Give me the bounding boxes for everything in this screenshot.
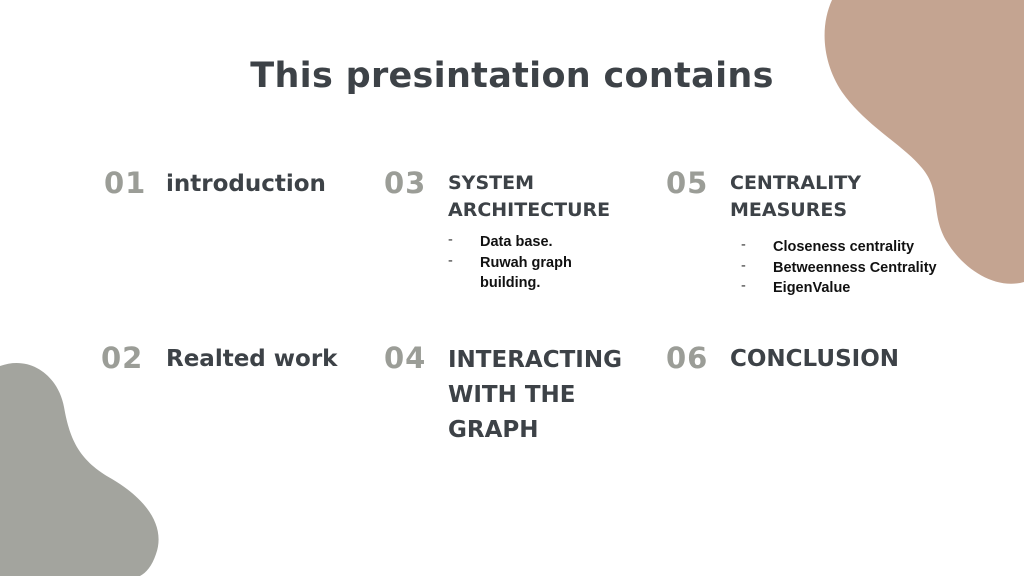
section-heading-system-architecture: SYSTEM ARCHITECTURE	[448, 172, 611, 221]
section-heading-related-work: Realted work	[166, 346, 338, 372]
section-number-05: 05	[666, 166, 709, 200]
section-number-06: 06	[666, 341, 709, 375]
section-heading-introduction: introduction	[166, 171, 326, 197]
decorative-blob-bottom-left	[0, 362, 159, 576]
dash-bullet: -	[448, 252, 453, 269]
decorative-blob-top-right	[824, 0, 1024, 284]
dash-bullet: -	[741, 257, 746, 274]
list-item: -Ruwah graph building.	[448, 252, 572, 292]
list-item: -Data base.	[448, 232, 553, 250]
dash-bullet: -	[741, 278, 746, 294]
dash-bullet: -	[448, 232, 453, 248]
section-number-01: 01	[104, 166, 147, 200]
section-heading-centrality-measures: CENTRALITY MEASURES	[730, 172, 862, 221]
section-number-02: 02	[101, 341, 144, 375]
list-item: -EigenValue	[741, 278, 851, 296]
section-number-04: 04	[384, 341, 427, 375]
list-item: -Closeness centrality	[741, 237, 915, 255]
section-heading-conclusion: CONCLUSION	[730, 346, 899, 372]
section-number-03: 03	[384, 166, 427, 200]
dash-bullet: -	[741, 237, 746, 253]
system-architecture-list: -Data base. -Ruwah graph building.	[448, 232, 620, 294]
list-item: -Betweenness Centrality	[741, 257, 937, 276]
centrality-measures-list: -Closeness centrality -Betweenness Centr…	[741, 237, 1003, 299]
section-heading-interacting-with-the-graph: INTERACTING WITH THE GRAPH	[448, 347, 622, 443]
page-title: This presintation contains	[250, 56, 774, 96]
